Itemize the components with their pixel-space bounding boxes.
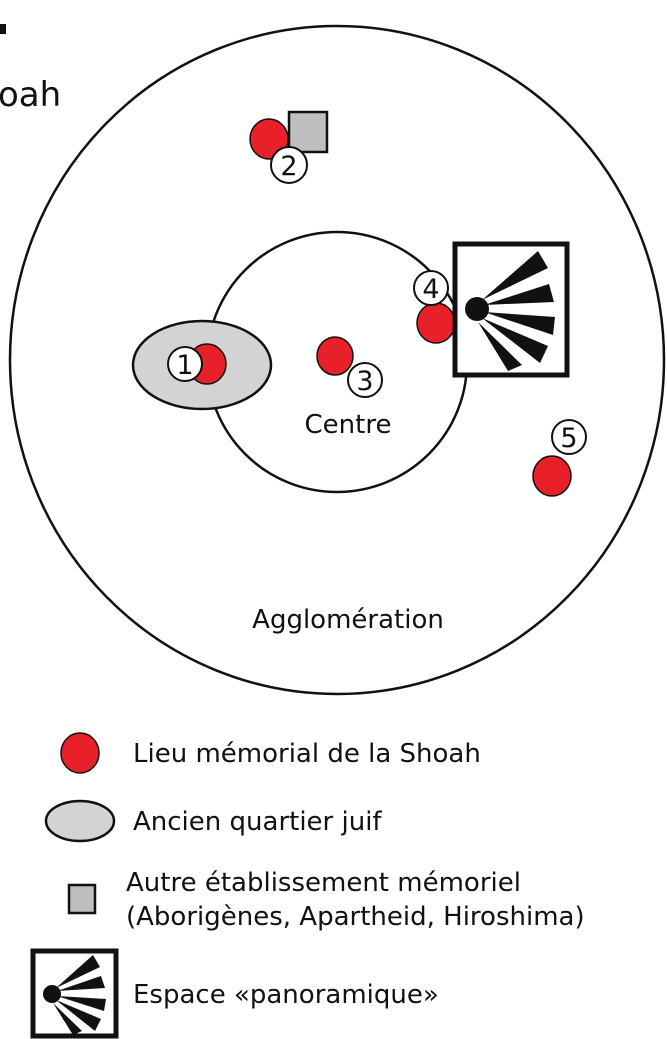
- marker-5-number: 5: [560, 423, 577, 454]
- legend: Lieu mémorial de la Shoah Ancien quartie…: [30, 732, 585, 1039]
- memorial-dot-5: [532, 455, 572, 497]
- marker-1: 1: [167, 343, 227, 385]
- legend-label-other-memorial-line2: (Aborigènes, Apartheid, Hiroshima): [126, 902, 585, 932]
- panoramic-ray-3: [484, 312, 555, 335]
- marker-3: 3: [316, 336, 383, 398]
- memorial-dot-4: [416, 302, 456, 344]
- panorama-icon-ray-3: [57, 996, 106, 1011]
- marker-1-badge: [167, 346, 203, 382]
- legend-label-panoramic: Espace «panoramique»: [133, 980, 439, 1010]
- legend-item-memorial: Lieu mémorial de la Shoah: [60, 732, 481, 774]
- legend-label-memorial: Lieu mémorial de la Shoah: [133, 739, 481, 769]
- panoramic-ray-2: [484, 284, 554, 305]
- panorama-icon-ray-2: [57, 976, 105, 991]
- marker-2-badge: [270, 146, 308, 184]
- legend-label-other-memorial-line1: Autre établissement mémoriel: [126, 868, 521, 898]
- marker-4-number: 4: [422, 274, 439, 305]
- centre-label: Centre: [305, 410, 392, 440]
- memorial-dot-3: [316, 336, 354, 376]
- legend-item-other-memorial: Autre établissement mémoriel (Aborigènes…: [67, 868, 585, 932]
- panoramic-ray-1: [482, 251, 548, 300]
- panoramic-ray-4: [482, 318, 548, 363]
- panoramic-ray-5: [478, 322, 522, 371]
- red-dot-icon: [60, 732, 100, 774]
- panorama-icon-eye: [43, 985, 61, 1003]
- agglomeration-label: Agglomération: [252, 605, 444, 635]
- marker-4: 4: [413, 241, 570, 378]
- agglomeration-circle: [8, 24, 666, 696]
- title-fragment-dot: [0, 24, 6, 34]
- legend-label-quarter: Ancien quartier juif: [133, 807, 382, 837]
- marker-5-badge: [551, 419, 587, 455]
- panorama-icon-ray-5: [53, 1003, 82, 1035]
- panorama-icon-ray-4: [56, 1000, 101, 1031]
- marker-3-badge: [347, 362, 383, 398]
- panoramic-eye: [465, 297, 489, 321]
- marker-4-badge: [413, 270, 449, 306]
- marker-2-number: 2: [280, 151, 297, 182]
- marker-5: 5: [532, 419, 587, 497]
- gray-ellipse-icon: [44, 799, 116, 843]
- title-fragment: oah: [0, 75, 61, 115]
- panoramic-space: [452, 241, 570, 378]
- legend-item-quarter: Ancien quartier juif: [44, 799, 382, 843]
- gray-square-icon: [67, 883, 97, 915]
- marker-1-number: 1: [176, 350, 193, 381]
- memorial-dot-2: [249, 118, 289, 160]
- panorama-icon-ray-1: [56, 955, 100, 988]
- panorama-icon: [30, 948, 119, 1039]
- legend-item-panoramic: Espace «panoramique»: [30, 948, 439, 1039]
- marker-2: 2: [249, 110, 329, 184]
- marker-3-number: 3: [356, 366, 373, 397]
- other-memorial-square: [287, 110, 329, 154]
